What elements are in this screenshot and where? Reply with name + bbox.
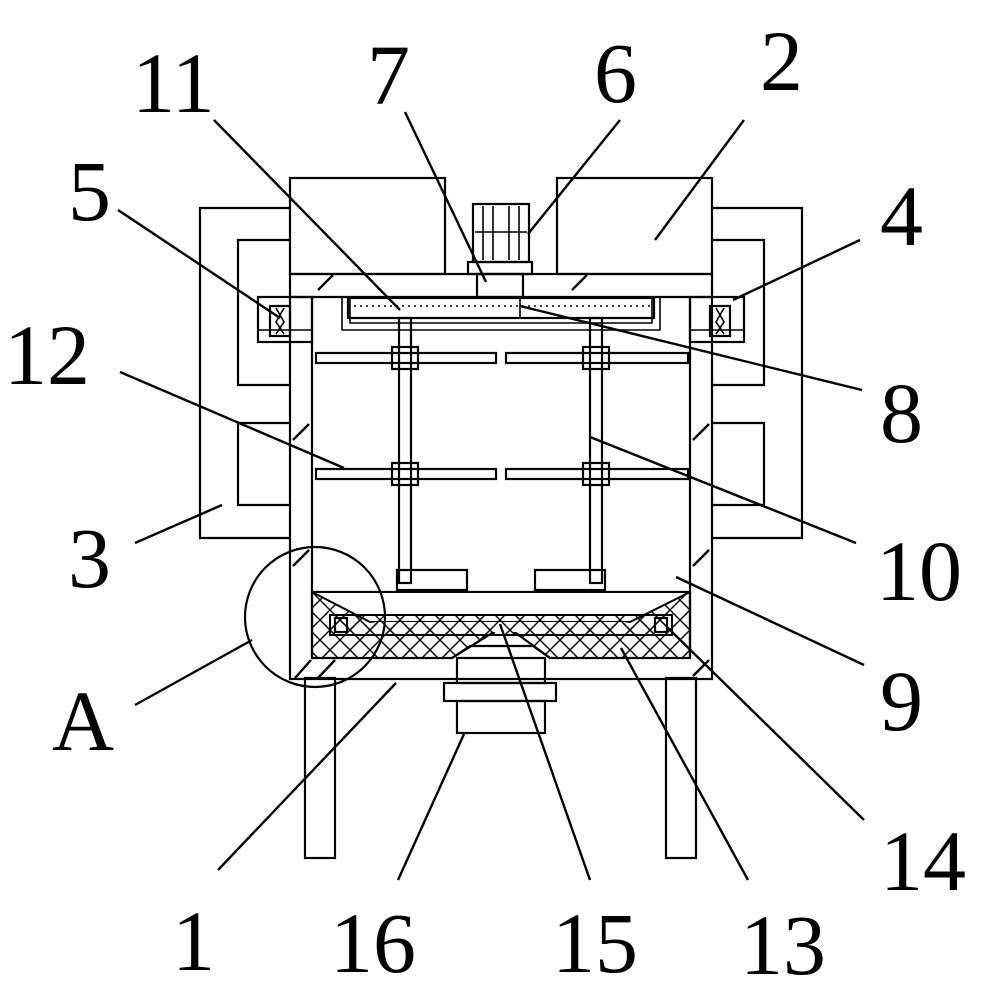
callout-15: 15: [552, 895, 638, 991]
callout-16: 16: [330, 895, 416, 991]
callout-A: A: [52, 673, 114, 769]
callout-10: 10: [876, 523, 962, 619]
slide-blocks: [256, 295, 746, 344]
callout-3: 3: [68, 510, 111, 606]
callout-1: 1: [172, 893, 215, 989]
side-frames: [198, 206, 804, 540]
top-housings: [288, 176, 714, 276]
discharge-outlet: [442, 656, 558, 735]
callout-13: 13: [740, 897, 826, 992]
callout-4: 4: [880, 168, 923, 264]
stirring-blades: [314, 351, 690, 592]
callout-7: 7: [367, 27, 410, 123]
wall-hatch: [292, 274, 710, 679]
callout-8: 8: [880, 365, 923, 461]
callout-2: 2: [760, 13, 803, 109]
detail-circle-a: [243, 545, 387, 689]
callout-9: 9: [880, 653, 923, 749]
callout-labels: 11 7 6 2 5 4 12 8 3 10 9 A 14 1 16 15 13: [4, 13, 966, 992]
callout-11: 11: [132, 35, 215, 131]
support-legs: [303, 676, 698, 860]
callout-14: 14: [880, 813, 966, 909]
gear-train: [341, 296, 661, 331]
callout-5: 5: [68, 143, 111, 239]
leader-lines: [117, 111, 865, 881]
callout-6: 6: [594, 25, 637, 121]
stirring-shafts: [390, 316, 611, 585]
motor: [466, 202, 534, 299]
callout-12: 12: [4, 307, 90, 403]
